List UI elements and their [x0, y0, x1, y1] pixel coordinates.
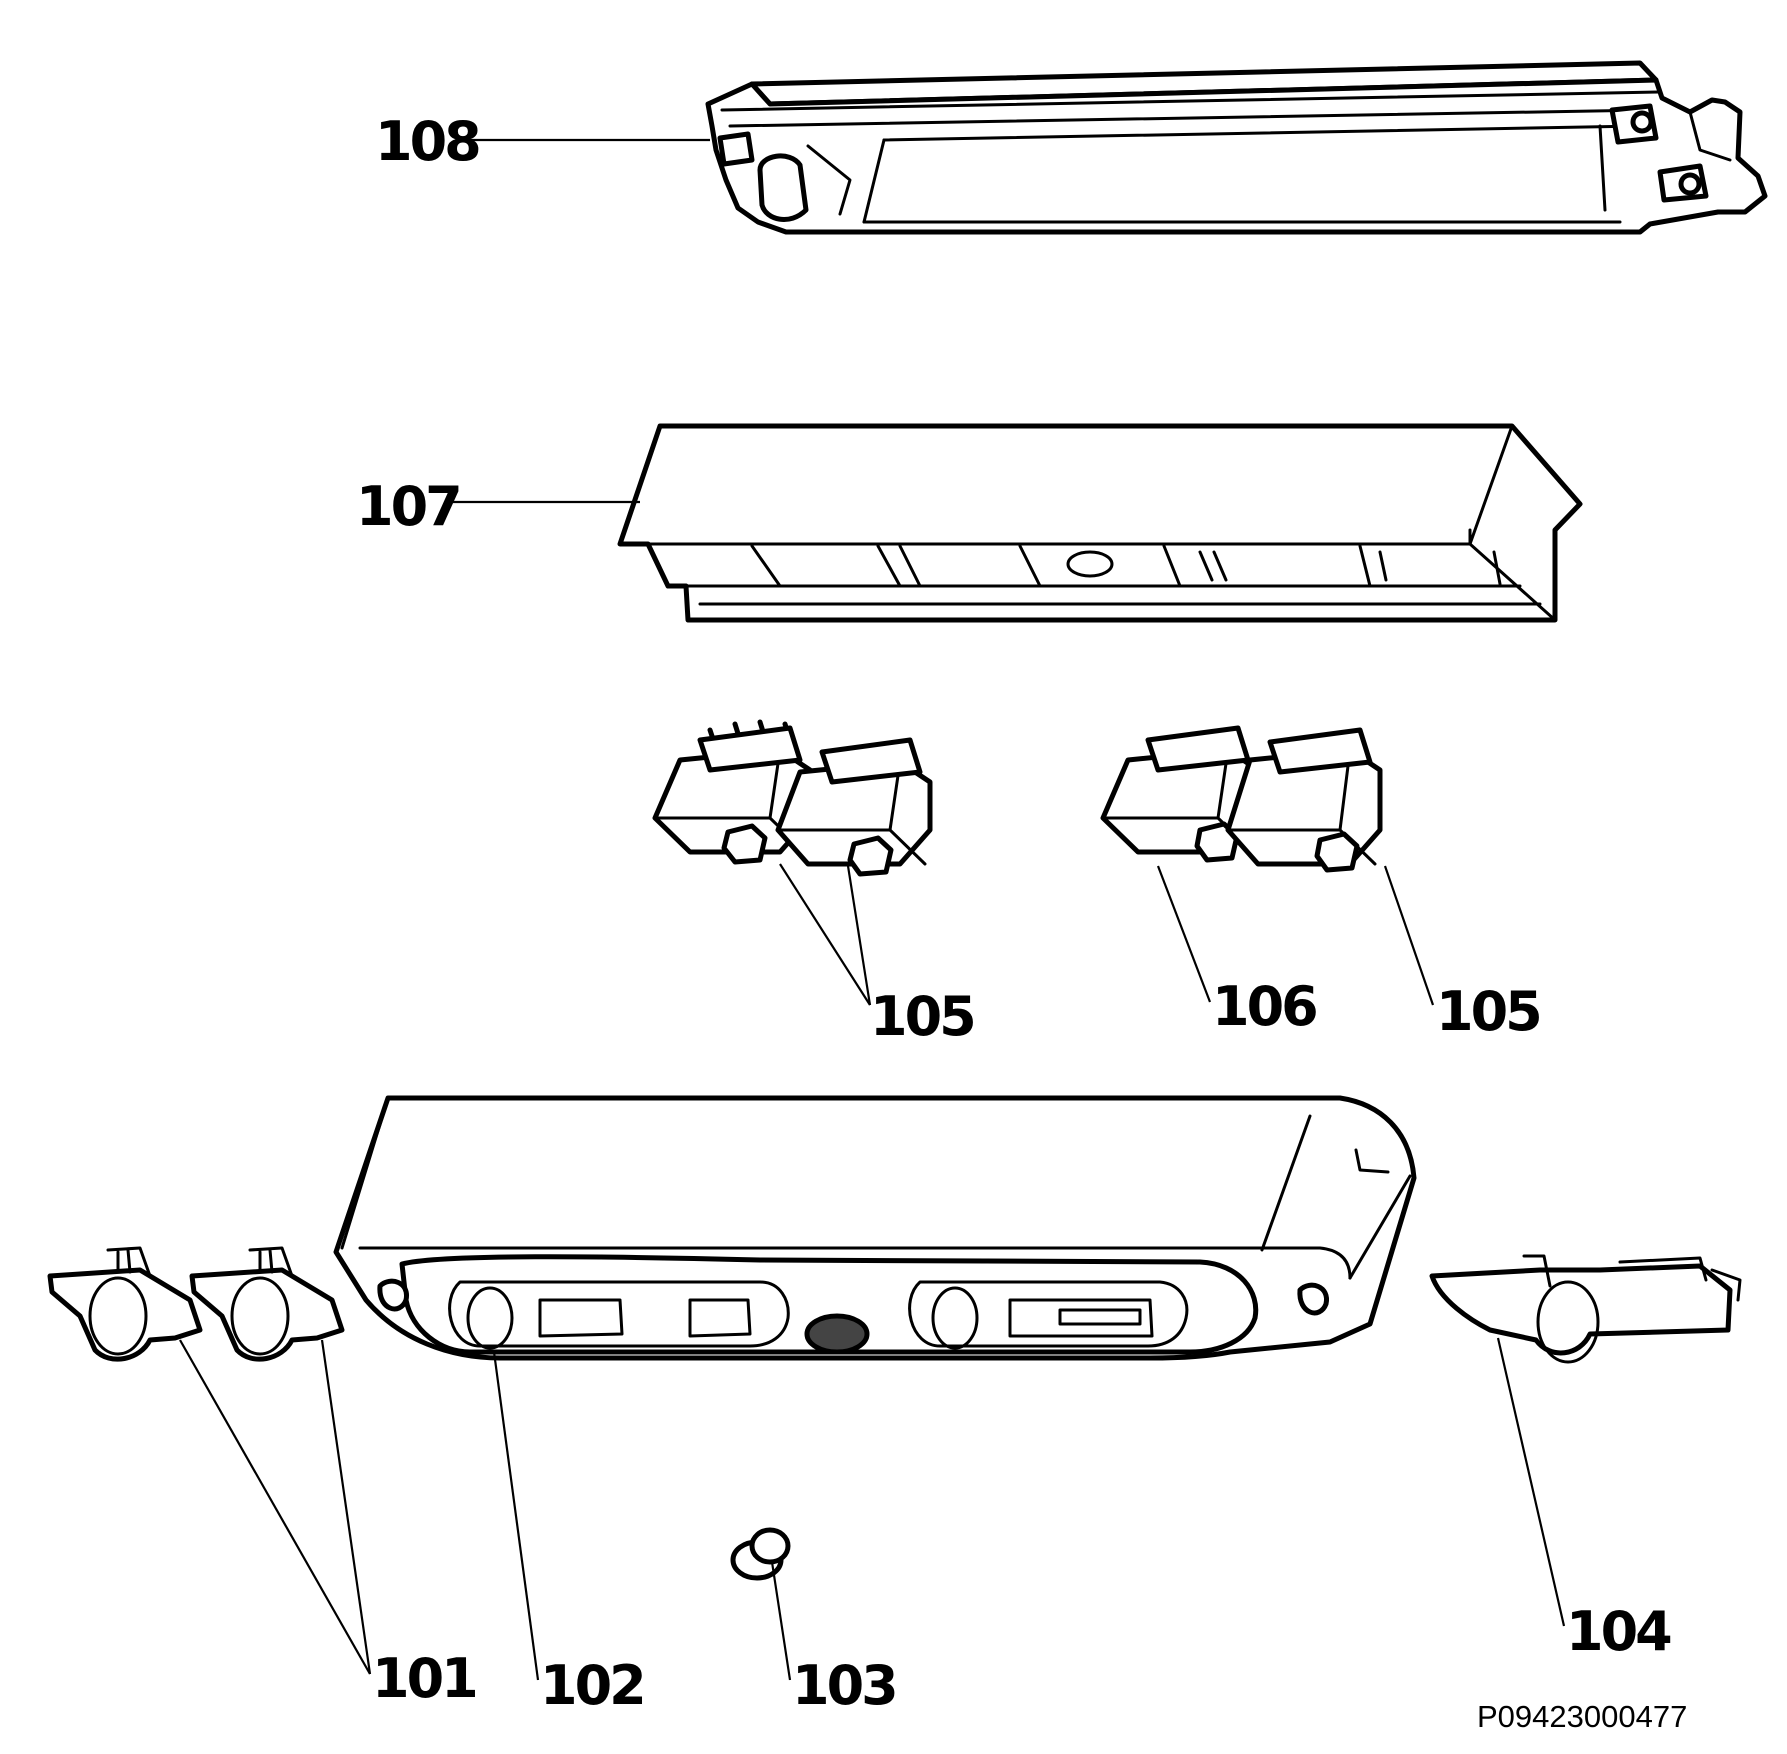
part-107-frame-bracket: [617, 423, 1583, 623]
callout-105-right: 105: [1436, 980, 1540, 1043]
callout-104: 104: [1566, 1600, 1671, 1663]
part-101-button-cap-left: [47, 1246, 203, 1362]
callout-106: 106: [1212, 975, 1316, 1038]
callout-107: 107: [356, 475, 460, 538]
part-108-housing-rail: [705, 60, 1768, 235]
drawing-number: P09423000477: [1477, 1699, 1687, 1734]
callout-108: 108: [375, 110, 479, 173]
part-103-knob: [730, 1527, 791, 1581]
part-102-button-housing: [333, 1095, 1417, 1361]
part-105-switch-module: [1100, 725, 1261, 863]
callout-102: 102: [540, 1654, 644, 1717]
callout-101: 101: [372, 1647, 476, 1710]
leader-lines: [179, 138, 1566, 1681]
part-101-button-cap-right: [189, 1246, 345, 1362]
callout-105-left: 105: [870, 985, 974, 1048]
callout-labels: 108 107 105 106 105 101 102 103 104: [356, 110, 1674, 1717]
callout-103: 103: [792, 1654, 896, 1717]
part-106-switch-module: [1225, 727, 1383, 873]
switch-group-left: [652, 719, 933, 877]
part-104-end-cap: [1429, 1254, 1742, 1364]
